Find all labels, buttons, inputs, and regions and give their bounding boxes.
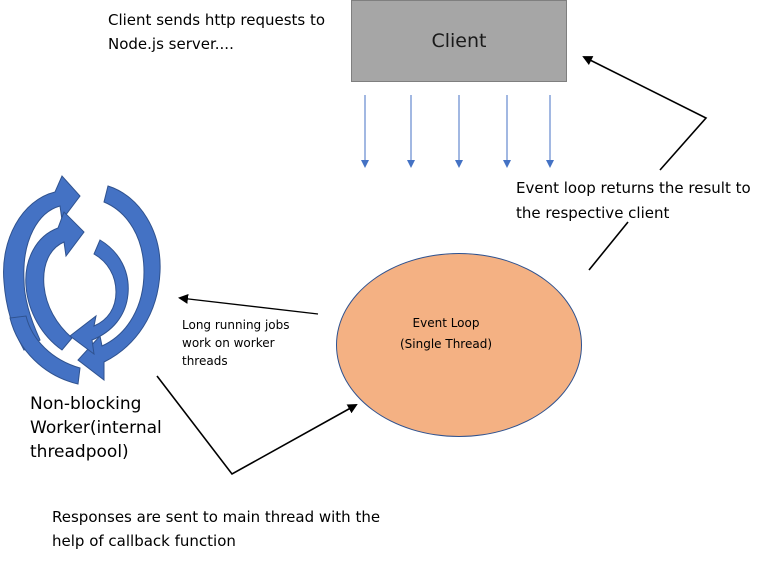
note-worker-threadpool: Non-blocking Worker(internal threadpool) — [30, 394, 162, 462]
event-loop-title: Event Loop — [412, 316, 480, 330]
event-loop-label: Event Loop (Single Thread) — [376, 313, 516, 355]
worker-cycle-icon — [3, 175, 161, 385]
cycle-arrow-lower — [9, 315, 81, 385]
return-connector-upper — [582, 56, 708, 171]
note-long-running-jobs: Long running jobs work on worker threads — [182, 318, 290, 368]
cycle-arrow-outer-bottom — [77, 185, 161, 382]
note-client-requests: Client sends http requests to Node.js se… — [108, 11, 326, 53]
return-connector — [588, 221, 629, 271]
client-label: Client — [431, 30, 487, 52]
note-responses-callback: Responses are sent to main thread with t… — [52, 508, 381, 550]
cycle-arrow-outer-top — [3, 175, 81, 351]
cycle-arrow-inner-bottom — [69, 239, 129, 356]
request-arrows — [361, 95, 554, 168]
callback-connector — [156, 375, 358, 476]
event-loop-subtitle: (Single Thread) — [399, 337, 493, 351]
event-loop-ellipse — [336, 253, 582, 437]
dispatch-arrow — [178, 293, 319, 315]
client-box: Client — [351, 0, 567, 82]
note-event-loop-returns: Event loop returns the result to the res… — [516, 179, 751, 222]
